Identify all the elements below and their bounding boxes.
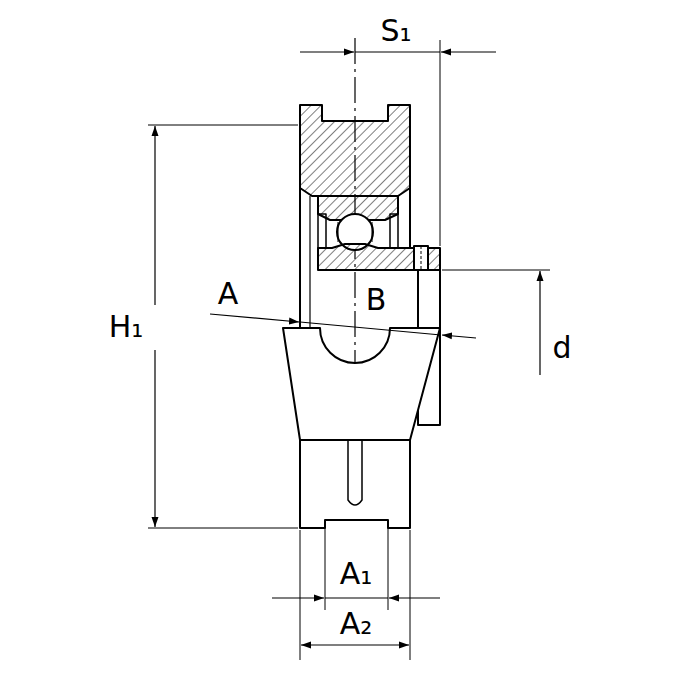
dimension-label: S₁ xyxy=(378,16,413,46)
dimension-label: H₁ xyxy=(107,312,146,342)
dimension-label: d xyxy=(550,333,573,363)
dimension-label: A₂ xyxy=(338,609,375,639)
angle-label: A xyxy=(216,279,241,309)
dimension-label: A₁ xyxy=(338,559,375,589)
dimension-label: B xyxy=(364,285,389,315)
